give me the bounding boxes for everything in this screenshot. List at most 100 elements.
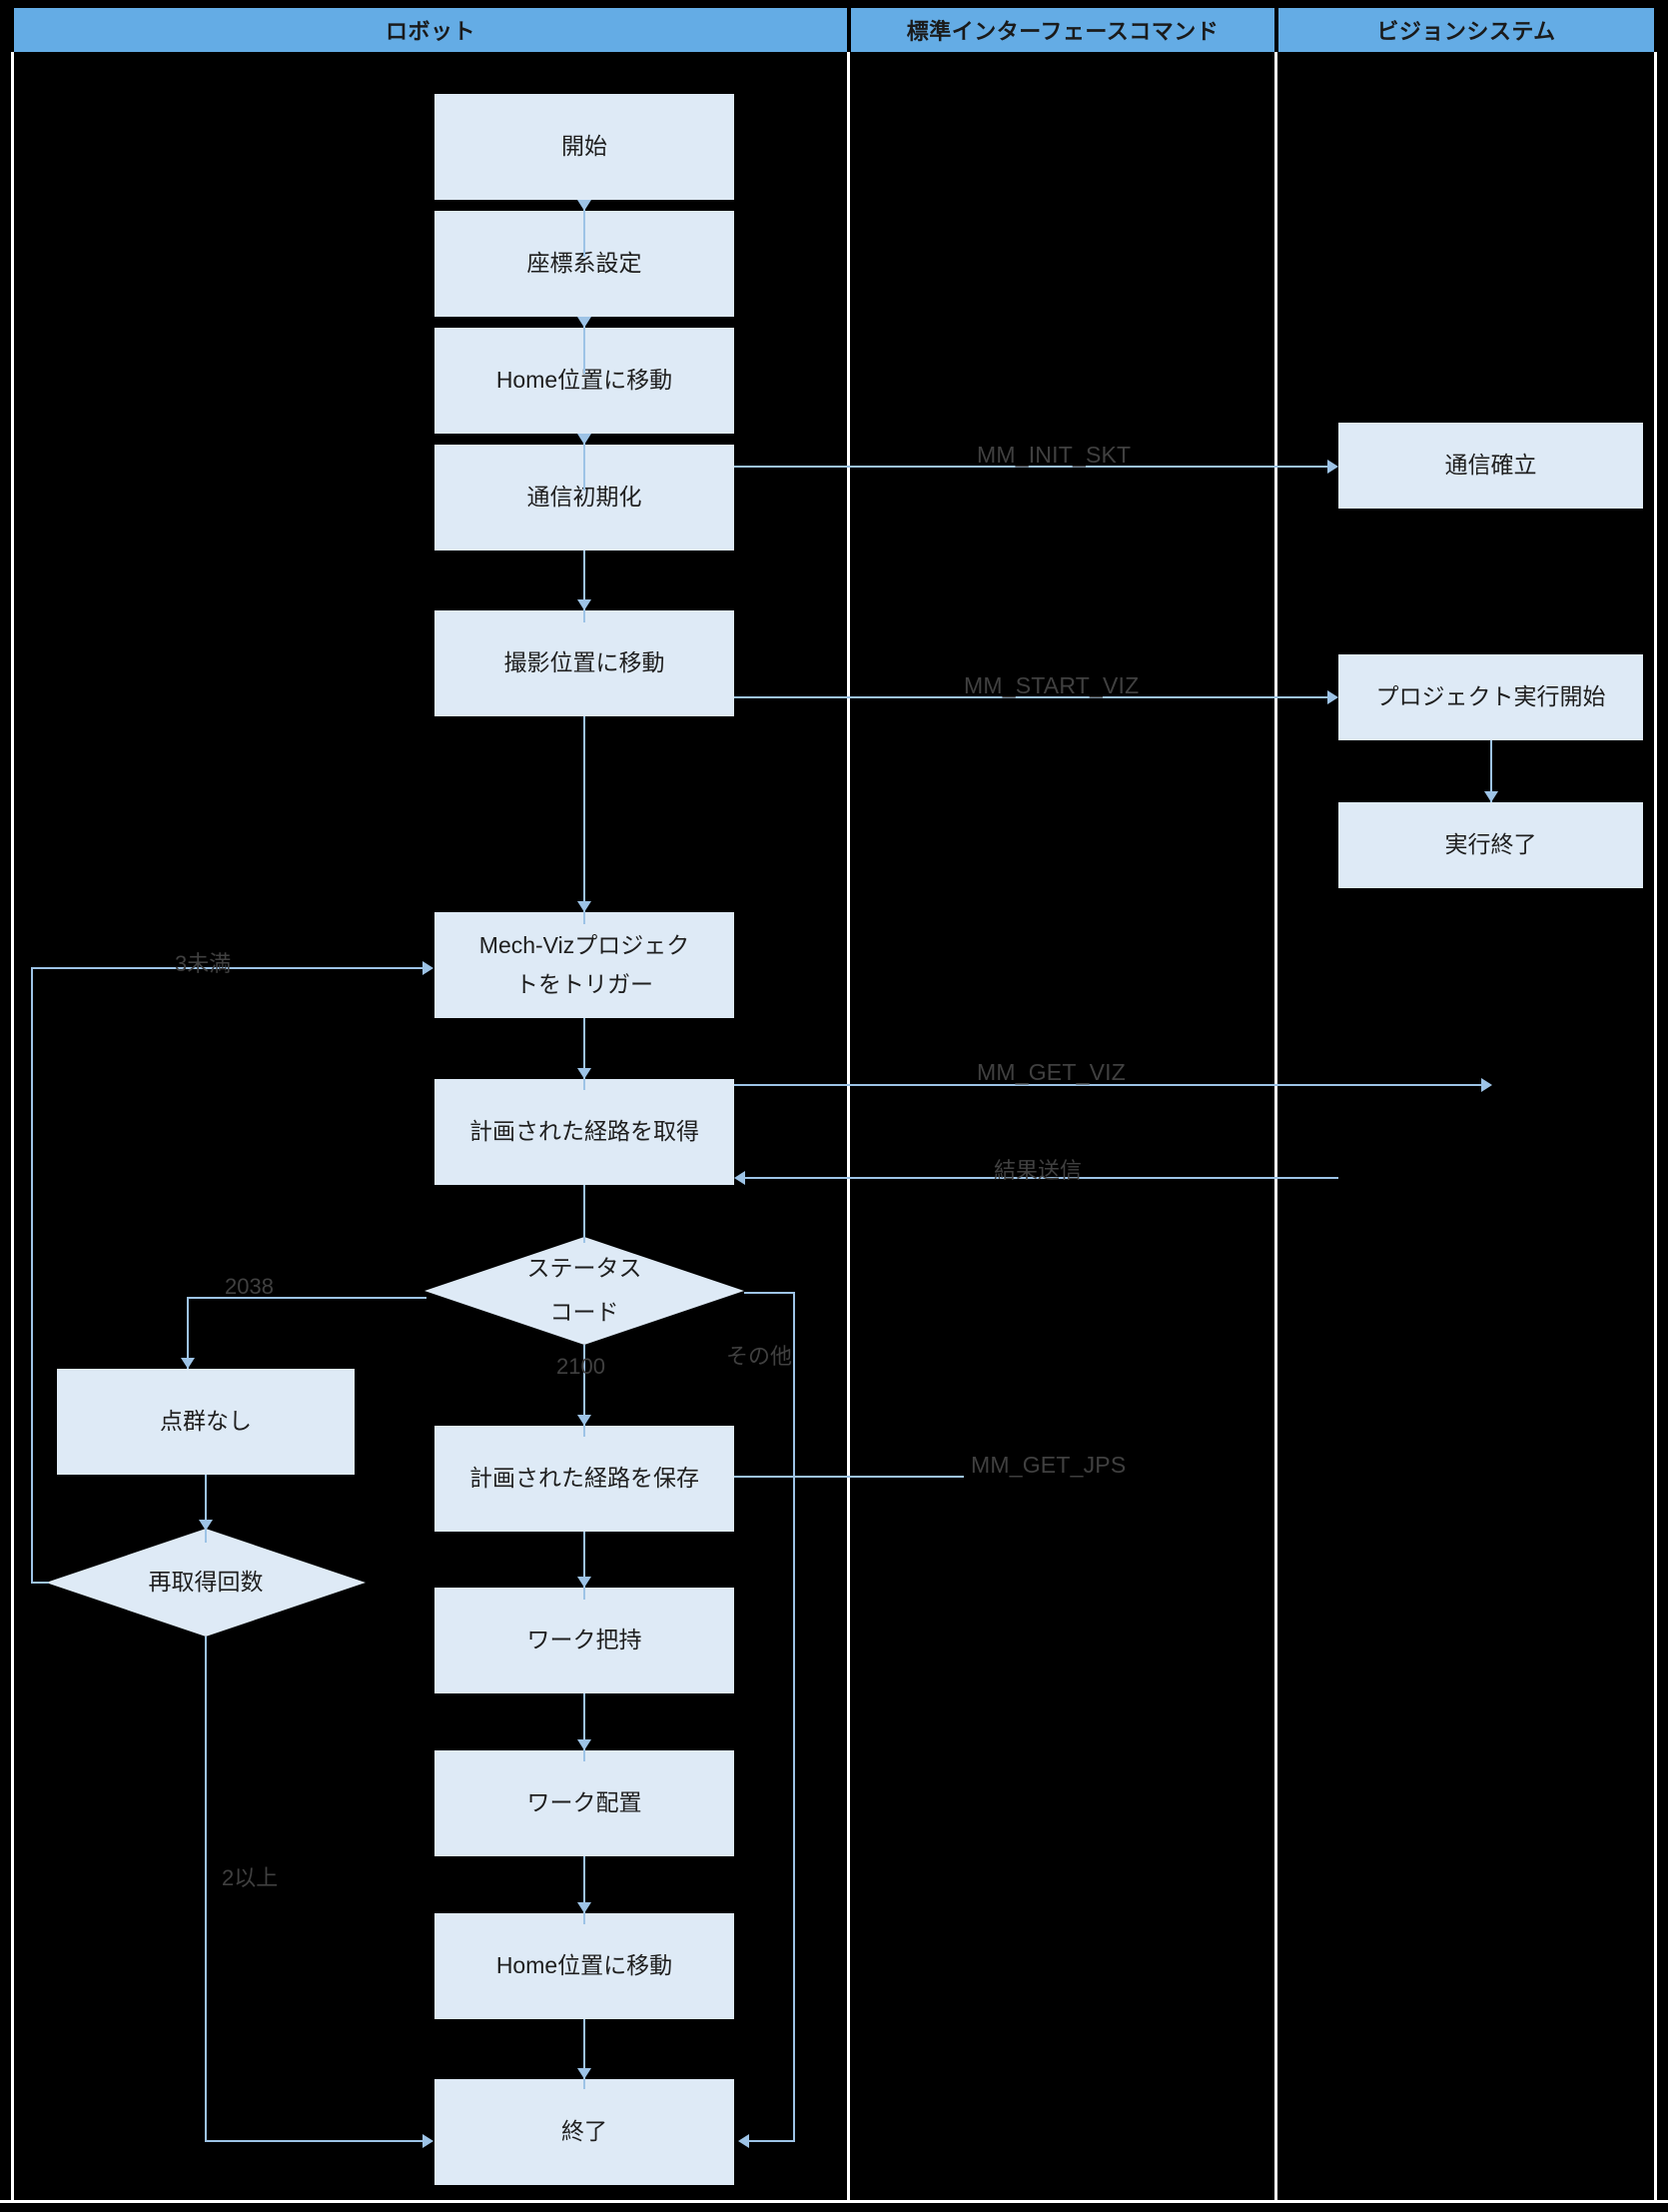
lane-header-command: 標準インターフェースコマンド <box>851 8 1274 52</box>
connector-pickwork-to-placework <box>583 1693 585 1761</box>
node-get-planned-path[interactable]: 計画された経路を取得 <box>434 1079 734 1185</box>
node-start[interactable]: 開始 <box>434 94 734 200</box>
decision-retry-count-label: 再取得回数 <box>148 1569 264 1596</box>
connector-statuscode-2038-horizontal <box>187 1297 426 1299</box>
node-place-work-label: ワーク配置 <box>526 1789 642 1816</box>
edge-label-code-2100: 2100 <box>556 1354 605 1379</box>
connector-setcoord-to-home1 <box>583 317 585 374</box>
lane-header-robot-label: ロボット <box>385 19 475 44</box>
connector-other-vertical <box>793 1292 795 2140</box>
lane-divider-robot-command <box>847 52 850 2200</box>
node-start-label: 開始 <box>561 133 607 160</box>
decision-status-code-label: ステータス コード <box>424 1237 744 1345</box>
node-move-capture-position-label: 撮影位置に移動 <box>503 649 665 676</box>
node-end-label: 終了 <box>561 2118 607 2145</box>
frame-border-bottom <box>0 2200 1668 2203</box>
arrowhead-trigger <box>577 901 591 912</box>
connector-less3-to-trigger <box>31 967 422 969</box>
node-trigger-mechviz-project-label-line2: トをトリガー <box>515 971 653 997</box>
node-communication-established[interactable]: 通信確立 <box>1338 423 1643 509</box>
lane-header-vision-label: ビジョンシステム <box>1376 19 1556 44</box>
arrowhead-home2 <box>577 1902 591 1913</box>
decision-retry-count-label-wrap: 再取得回数 <box>46 1529 366 1637</box>
arrowhead-savepath <box>577 1415 591 1426</box>
header-separator-1 <box>847 8 851 52</box>
arrowhead-project-exec-start <box>1327 690 1338 704</box>
node-end[interactable]: 終了 <box>434 2079 734 2185</box>
lane-header-vision: ビジョンシステム <box>1278 8 1654 52</box>
connector-other-to-end <box>749 2140 795 2142</box>
arrowhead-end-from-other <box>738 2134 749 2148</box>
node-save-planned-path-label: 計画された経路を保存 <box>469 1465 699 1492</box>
edge-label-code-2038: 2038 <box>225 1274 274 1299</box>
node-no-point-cloud-label: 点群なし <box>160 1408 252 1435</box>
frame-border-right <box>1654 52 1657 2200</box>
node-trigger-mechviz-project-label-line1: Mech-Vizプロジェク <box>478 931 690 958</box>
arrowhead-no-point-cloud <box>181 1358 195 1369</box>
lane-header-command-label: 標準インターフェースコマンド <box>906 19 1220 44</box>
decision-status-code-label-line1: ステータス <box>526 1255 642 1282</box>
connector-trigger-to-getpath <box>583 1018 585 1090</box>
node-get-planned-path-label: 計画された経路を取得 <box>469 1118 699 1145</box>
connector-projectexec-to-execfinished <box>1490 740 1492 802</box>
node-execution-finished-label: 実行終了 <box>1444 831 1537 858</box>
arrowhead-end <box>577 2068 591 2079</box>
arrowhead-home1 <box>577 317 591 328</box>
connector-send-result <box>745 1177 1338 1179</box>
arrowhead-setcoord <box>577 200 591 211</box>
lane-divider-command-vision <box>1274 52 1277 2200</box>
connector-other-horizontal <box>744 1292 795 1294</box>
node-project-execution-start-label: プロジェクト実行開始 <box>1375 683 1606 710</box>
connector-savepath-to-pickwork <box>583 1532 585 1600</box>
arrowhead-initcomm <box>577 434 591 445</box>
node-pick-work[interactable]: ワーク把持 <box>434 1588 734 1693</box>
connector-mm-init-skt <box>734 466 1327 468</box>
arrowhead-capture <box>577 599 591 610</box>
node-move-home-2[interactable]: Home位置に移動 <box>434 1913 734 2019</box>
edge-label-two-or-more: 2以上 <box>222 1865 279 1890</box>
connector-home2-to-end <box>583 2019 585 2089</box>
arrowhead-placework <box>577 1739 591 1750</box>
decision-status-code[interactable]: ステータス コード <box>424 1237 744 1345</box>
node-project-execution-start[interactable]: プロジェクト実行開始 <box>1338 654 1643 740</box>
arrowhead-exec-finished <box>1484 791 1498 802</box>
edge-label-mm-get-viz: MM_GET_VIZ <box>977 1059 1126 1085</box>
node-save-planned-path[interactable]: 計画された経路を保存 <box>434 1426 734 1532</box>
arrowhead-comm-established <box>1327 460 1338 474</box>
edge-label-send-result: 結果送信 <box>994 1158 1083 1183</box>
node-communication-established-label: 通信確立 <box>1444 452 1537 479</box>
node-pick-work-label: ワーク把持 <box>526 1627 642 1654</box>
connector-getpath-to-statuscode <box>583 1185 585 1243</box>
edge-label-less-than-3: 3未満 <box>175 951 232 976</box>
decision-status-code-label-line2: コード <box>549 1299 619 1325</box>
arrowhead-get-planned-path-result <box>734 1171 745 1185</box>
connector-capture-to-trigger <box>583 716 585 924</box>
header-separator-2 <box>1274 8 1278 52</box>
connector-initcomm-to-capture <box>583 551 585 622</box>
node-move-capture-position[interactable]: 撮影位置に移動 <box>434 610 734 716</box>
connector-2ormore-to-end <box>205 2140 422 2142</box>
connector-home1-to-initcomm <box>583 434 585 491</box>
node-no-point-cloud[interactable]: 点群なし <box>57 1369 355 1475</box>
connector-retrycount-2ormore-vertical <box>205 1637 207 2142</box>
decision-retry-count[interactable]: 再取得回数 <box>46 1529 366 1637</box>
node-execution-finished[interactable]: 実行終了 <box>1338 802 1643 888</box>
node-place-work[interactable]: ワーク配置 <box>434 1750 734 1856</box>
connector-nopointcloud-to-retrycount <box>205 1475 207 1543</box>
connector-2038-down-to-nopointcloud <box>187 1297 189 1369</box>
edge-label-mm-init-skt: MM_INIT_SKT <box>977 442 1132 468</box>
edge-label-mm-get-jps: MM_GET_JPS <box>971 1452 1127 1478</box>
connector-mm-start-viz <box>734 696 1327 698</box>
connector-mm-get-viz <box>734 1084 1487 1086</box>
node-move-home-2-label: Home位置に移動 <box>495 1952 673 1979</box>
arrowhead-mm-get-viz <box>1481 1078 1492 1092</box>
lane-header-robot: ロボット <box>14 8 847 52</box>
connector-retrycount-less3-left <box>31 1582 49 1584</box>
node-trigger-mechviz-project[interactable]: Mech-Vizプロジェク トをトリガー <box>434 912 734 1018</box>
arrowhead-pickwork <box>577 1577 591 1588</box>
arrowhead-trigger-loopback <box>422 961 433 975</box>
connector-start-to-setcoord <box>583 200 585 257</box>
connector-mm-get-jps <box>734 1476 964 1478</box>
arrowhead-getpath <box>577 1068 591 1079</box>
